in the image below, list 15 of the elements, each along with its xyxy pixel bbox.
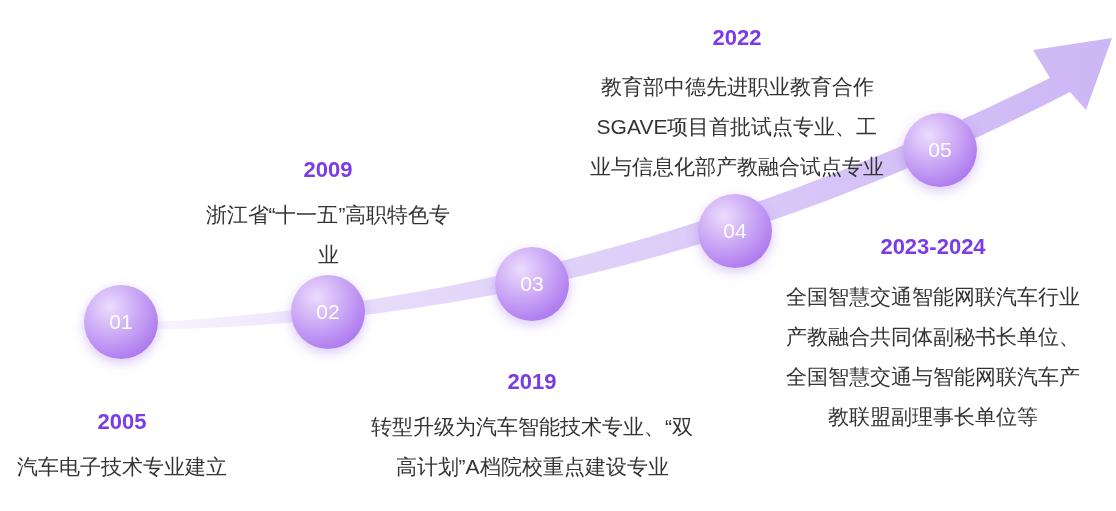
step-circle: 04 [698,194,772,268]
year-label: 2019 [506,368,558,396]
milestone-text: 全国智慧交通智能网联汽车行业产教融合共同体副秘书长单位、全国智慧交通与智能网联汽车产教联盟副理事长单位等 [785,284,1081,430]
milestone-text: 教育部中德先进职业教育合作SGAVE项目首批试点专业、工业与信息化部产教融合试点专业 [589,74,885,180]
year-label: 2023-2024 [879,233,987,261]
step-circle: 02 [291,275,365,349]
step-circle: 05 [903,113,977,187]
year-label: 2022 [711,24,763,52]
milestone-text: 转型升级为汽车智能技术专业、“双高计划”A档院校重点建设专业 [370,414,694,480]
milestone-text: 汽车电子技术专业建立 [16,454,228,480]
milestone-text: 浙江省“十一五”高职特色专业 [205,202,451,268]
step-circle: 01 [84,285,158,359]
step-circle: 03 [495,247,569,321]
year-label: 2005 [96,408,148,436]
year-label: 2009 [302,156,354,184]
